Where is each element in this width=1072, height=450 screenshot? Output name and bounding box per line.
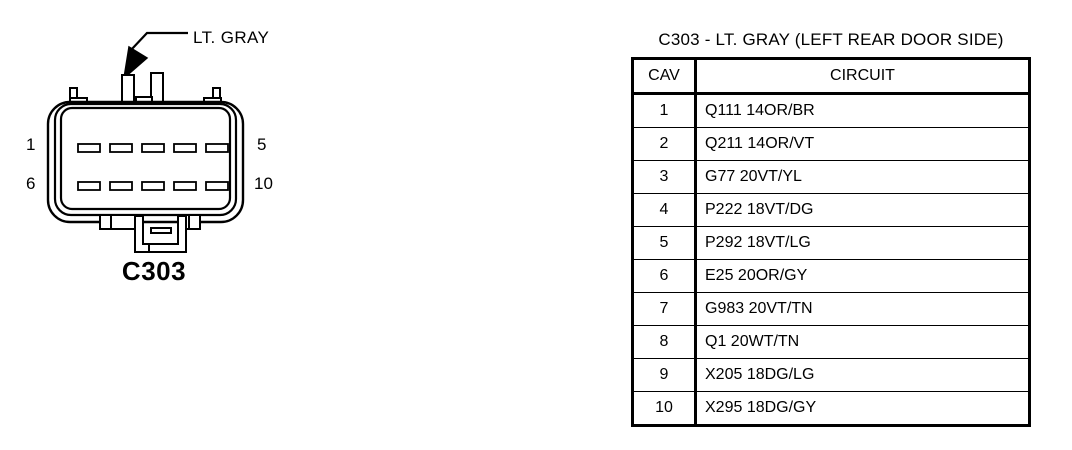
cav-cell: 3 — [632, 160, 697, 194]
pin-number-5: 5 — [257, 135, 267, 154]
circuit-cell: E25 20OR/GY — [695, 259, 1030, 293]
pin-number-10: 10 — [254, 174, 273, 193]
cav-cell: 8 — [632, 325, 697, 359]
connector-top-tabs — [69, 72, 222, 104]
cavity-slot-10 — [205, 181, 229, 191]
cav-cell: 6 — [632, 259, 697, 293]
table-title: C303 - LT. GRAY (LEFT REAR DOOR SIDE) — [658, 30, 1004, 49]
cav-cell: 1 — [632, 93, 697, 128]
cavity-slot-1 — [77, 143, 101, 153]
connector-callout-label: LT. GRAY — [193, 28, 270, 47]
cavity-slot-9 — [173, 181, 197, 191]
circuit-cell: X205 18DG/LG — [695, 358, 1030, 392]
cav-cell: 2 — [632, 127, 697, 161]
cav-cell: 5 — [632, 226, 697, 260]
circuit-table-panel: C303 - LT. GRAY (LEFT REAR DOOR SIDE) CA… — [631, 30, 1031, 427]
connector-diagram-panel: LT. GRAY 1 6 5 10 C303 — [0, 0, 330, 450]
cavity-slot-5 — [205, 143, 229, 153]
column-header-circuit: CIRCUIT — [695, 58, 1030, 95]
cavity-slots — [77, 143, 229, 191]
connector-illustration — [46, 31, 245, 253]
circuit-cell: Q211 14OR/VT — [695, 127, 1030, 161]
column-header-cav: CAV — [632, 58, 697, 95]
circuit-cell: G983 20VT/TN — [695, 292, 1030, 326]
callout-arrowhead — [122, 45, 149, 80]
cav-cell: 4 — [632, 193, 697, 227]
cav-cell: 9 — [632, 358, 697, 392]
pin-number-6: 6 — [26, 174, 36, 193]
circuit-cell: P292 18VT/LG — [695, 226, 1030, 260]
cav-cell: 10 — [632, 391, 697, 426]
cav-cell: 7 — [632, 292, 697, 326]
connector-body-outline — [46, 100, 245, 224]
circuit-cell: X295 18DG/GY — [695, 391, 1030, 426]
circuit-cell: Q111 14OR/BR — [695, 93, 1030, 128]
cavity-slot-8 — [141, 181, 165, 191]
cavity-slot-4 — [173, 143, 197, 153]
cavity-slot-6 — [77, 181, 101, 191]
table-header-row: CAV CIRCUIT — [632, 58, 1030, 95]
connector-id-label: C303 — [121, 256, 187, 286]
cavity-slot-2 — [109, 143, 133, 153]
table-header: CAV CIRCUIT — [632, 58, 1030, 95]
connector-bottom-latch — [134, 215, 187, 253]
callout-leader-line — [130, 31, 188, 51]
cavity-slot-3 — [141, 143, 165, 153]
pin-number-1: 1 — [26, 135, 36, 154]
circuit-cell: G77 20VT/YL — [695, 160, 1030, 194]
cavity-slot-7 — [109, 181, 133, 191]
circuit-cell: Q1 20WT/TN — [695, 325, 1030, 359]
circuit-cell: P222 18VT/DG — [695, 193, 1030, 227]
